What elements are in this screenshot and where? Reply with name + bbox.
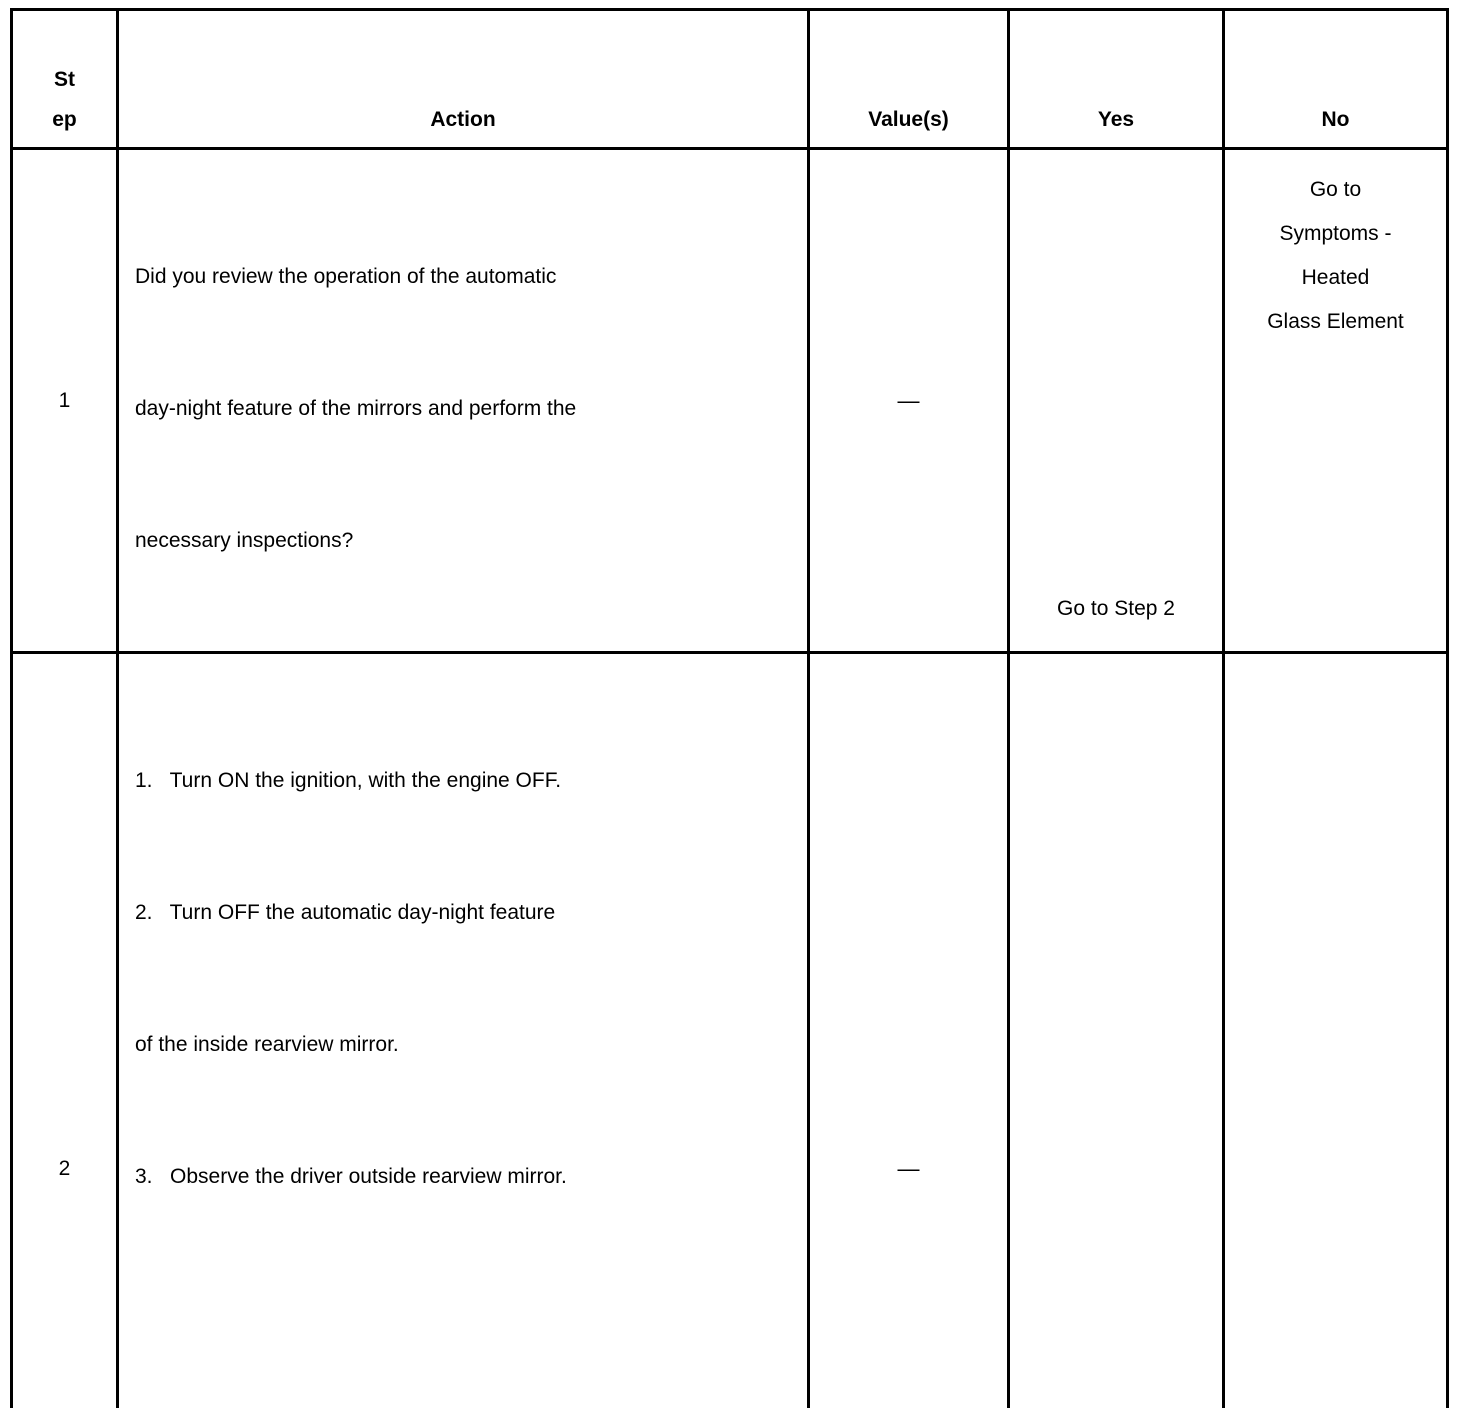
action-text: 1. Turn ON the ignition, with the engine…: [135, 671, 795, 1408]
column-header-no-label: No: [1225, 100, 1446, 140]
value-dash: —: [898, 1156, 920, 1182]
yes-branch-cell: Go to Step 2: [1009, 149, 1224, 653]
action-line: of the inside rearview mirror.: [135, 1023, 795, 1067]
no-branch-cell: Go to Symptoms - Heated Glass Element: [1224, 149, 1448, 653]
no-branch-cell: Go to Step 3: [1224, 653, 1448, 1408]
column-header-step: St ep: [12, 10, 118, 149]
action-cell: 1. Turn ON the ignition, with the engine…: [118, 653, 809, 1408]
action-line: necessary inspections?: [135, 519, 795, 563]
action-text: Did you review the operation of the auto…: [135, 167, 795, 651]
action-line: 2. Turn OFF the automatic day-night feat…: [135, 891, 795, 935]
column-header-values: Value(s): [809, 10, 1009, 149]
column-header-values-label: Value(s): [810, 100, 1007, 140]
step-number: 1: [59, 389, 71, 413]
action-cell: Did you review the operation of the auto…: [118, 149, 809, 653]
action-line: Did you review the operation of the auto…: [135, 255, 795, 299]
branch-line: Heated: [1267, 256, 1404, 300]
value-dash: —: [898, 388, 920, 414]
value-cell: —: [809, 653, 1009, 1408]
diagnostic-step-table: St ep Action Value(s) Yes: [10, 8, 1449, 1408]
column-header-no: No: [1224, 10, 1448, 149]
yes-branch-text: Go to Step 2: [1057, 587, 1175, 631]
value-cell: —: [809, 149, 1009, 653]
action-line: day-night feature of the mirrors and per…: [135, 387, 795, 431]
column-header-step-line-1: St: [13, 60, 116, 100]
column-header-yes-label: Yes: [1010, 100, 1222, 140]
branch-line: Symptoms -: [1267, 212, 1404, 256]
branch-line: Go to Step 2: [1057, 587, 1175, 631]
yes-branch-cell: Go to Step 18: [1009, 653, 1224, 1408]
column-header-action: Action: [118, 10, 809, 149]
table-header-row: St ep Action Value(s) Yes: [12, 10, 1448, 149]
action-line: 3. Observe the driver outside rearview m…: [135, 1155, 795, 1199]
action-line-blank: [135, 1287, 795, 1331]
no-branch-text: Go to Symptoms - Heated Glass Element: [1267, 168, 1404, 344]
table-row: 2 1. Turn ON the ignition, with the engi…: [12, 653, 1448, 1408]
action-line: 1. Turn ON the ignition, with the engine…: [135, 759, 795, 803]
column-header-yes: Yes: [1009, 10, 1224, 149]
step-number: 2: [59, 1157, 71, 1181]
diagnostic-table-page: St ep Action Value(s) Yes: [0, 0, 1472, 704]
step-number-cell: 2: [12, 653, 118, 1408]
step-number-cell: 1: [12, 149, 118, 653]
table-row: 1 Did you review the operation of the au…: [12, 149, 1448, 653]
column-header-action-label: Action: [119, 100, 807, 140]
column-header-step-line-2: ep: [13, 100, 116, 140]
branch-line: Go to: [1267, 168, 1404, 212]
branch-line: Glass Element: [1267, 300, 1404, 344]
